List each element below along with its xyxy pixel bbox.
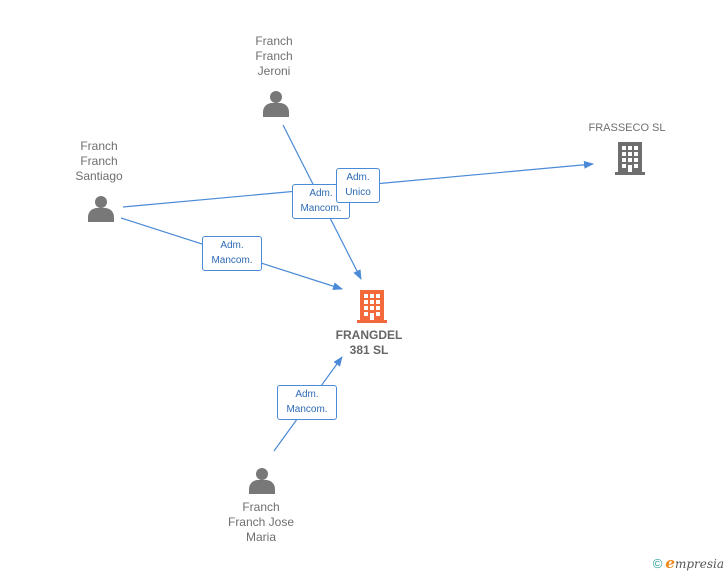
edge-label-line: Mancom. — [300, 203, 342, 214]
node-label-frangdel[interactable]: FRANGDEL 381 SL — [328, 328, 410, 358]
person-icon[interactable] — [88, 196, 114, 222]
copyright-icon: © — [652, 556, 663, 571]
person-icon[interactable] — [249, 468, 275, 494]
footer-brand[interactable]: ©empresia — [653, 554, 724, 572]
edge-label-josemaria-frangdel[interactable]: Adm. Mancom. — [277, 385, 337, 420]
edge-label-line: Adm. — [346, 172, 370, 183]
brand-logo-text: mpresia — [674, 557, 724, 571]
node-label-line: Santiago — [75, 169, 123, 183]
node-label-line: Franch — [80, 139, 118, 153]
edge-label-line: Adm. — [295, 389, 319, 400]
edge-label-santiago-frasseco[interactable]: Adm. Unico — [336, 168, 380, 203]
node-label-line: FRASSECO SL — [588, 122, 666, 134]
edge-label-line: Adm. — [220, 240, 244, 251]
edge-label-line: Mancom. — [286, 404, 328, 415]
node-label-josemaria[interactable]: Franch Franch Jose Maria — [216, 500, 306, 545]
node-label-line: Jeroni — [257, 64, 291, 78]
node-label-santiago[interactable]: Franch Franch Santiago — [64, 139, 134, 184]
node-label-line: Franch Jose — [227, 515, 295, 529]
node-label-line: Franch — [242, 500, 280, 514]
edge-label-line: Mancom. — [211, 255, 253, 266]
building-icon[interactable] — [357, 290, 387, 323]
person-icon[interactable] — [263, 91, 289, 117]
node-label-line: Franch — [255, 34, 293, 48]
node-label-line: Franch — [80, 154, 118, 168]
building-icon[interactable] — [615, 142, 645, 175]
node-label-frasseco[interactable]: FRASSECO SL — [580, 121, 674, 136]
node-label-line: 381 SL — [349, 343, 389, 357]
edge-label-line: Unico — [345, 187, 371, 198]
brand-logo-initial: e — [665, 554, 675, 572]
node-label-line: Maria — [245, 530, 276, 544]
node-label-jeroni[interactable]: Franch Franch Jeroni — [244, 34, 304, 79]
node-label-line: FRANGDEL — [335, 328, 403, 342]
edge-label-line: Adm. — [309, 188, 333, 199]
node-label-line: Franch — [255, 49, 293, 63]
edge-label-santiago-frangdel[interactable]: Adm. Mancom. — [202, 236, 262, 271]
